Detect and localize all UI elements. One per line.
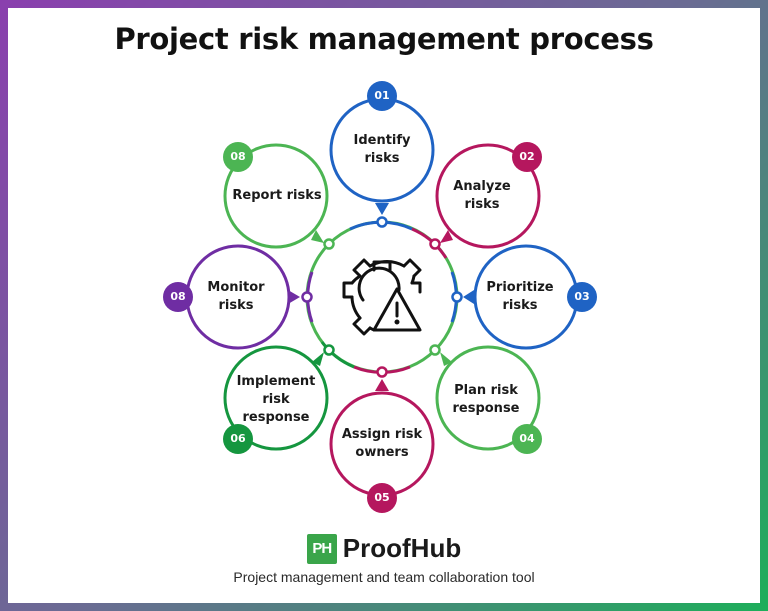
pointer-arrows — [288, 203, 474, 391]
step-number-03: 03 — [574, 290, 590, 303]
step-number-monitor: 08 — [170, 290, 186, 303]
gear-warning-icon — [342, 258, 422, 336]
brand: PH ProofHub — [0, 533, 768, 564]
number-badges — [163, 81, 597, 513]
step-label-identify: Identify risks — [353, 133, 411, 166]
bubble-04 — [435, 345, 541, 451]
step-number-05: 05 — [374, 491, 390, 504]
step-label-report: Report risks — [232, 188, 322, 203]
step-label-implement: Implement risk response — [236, 374, 316, 425]
step-number-04: 04 — [519, 432, 535, 445]
proofhub-logo-icon: PH — [306, 533, 337, 564]
step-label-assign: Assign risk owners — [341, 427, 423, 460]
step-number-06: 06 — [230, 432, 246, 445]
step-label-analyze: Analyze risks — [453, 179, 511, 212]
bubble-02 — [435, 143, 541, 249]
brand-tagline: Project management and team collaboratio… — [233, 569, 535, 585]
page-title: Project risk management process — [114, 22, 654, 56]
step-label-plan: Plan risk response — [452, 383, 520, 416]
ring-nodes — [301, 216, 463, 378]
step-bubbles — [185, 97, 579, 497]
step-label-monitor: Monitor risks — [207, 280, 265, 313]
step-number-report: 08 — [230, 150, 246, 163]
bubble-report — [223, 143, 329, 249]
step-number-01: 01 — [374, 89, 390, 102]
bubble-06 — [223, 345, 329, 451]
brand-name: ProofHub — [342, 533, 462, 563]
step-number-02: 02 — [519, 150, 535, 163]
step-label-prioritize: Prioritize risks — [486, 280, 554, 313]
